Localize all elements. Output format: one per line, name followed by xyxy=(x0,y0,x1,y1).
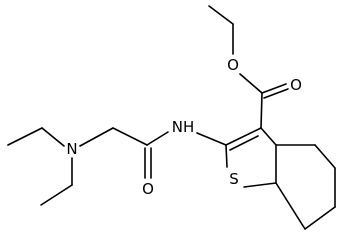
bond-c3-c2-outer xyxy=(225,127,262,146)
bond-carbonyl-double-1 xyxy=(261,83,287,94)
bond-c7-c7a xyxy=(275,182,306,230)
bond-nh-amide-c xyxy=(146,131,169,146)
atom-n-amine: N xyxy=(66,140,77,158)
bond-c3-c2-inner xyxy=(229,135,259,151)
bond-c2-nh xyxy=(196,132,227,146)
atom-o-amide: O xyxy=(142,180,154,198)
atom-o-ester: O xyxy=(227,56,239,74)
bond-carbonyl-c3 xyxy=(260,92,263,129)
bond-ethyl-terminal xyxy=(208,5,234,25)
bond-c6-c7 xyxy=(304,206,336,230)
bond-n-ethyl1 xyxy=(41,127,65,147)
bond-s-c7a xyxy=(243,182,277,188)
bond-c4-c5 xyxy=(314,144,336,169)
atom-nh: NH xyxy=(172,118,195,136)
bond-c3a-c3 xyxy=(260,127,277,146)
bond-ch2-n xyxy=(79,127,114,147)
bond-carbonyl-double-2 xyxy=(263,88,289,99)
atom-o-carbonyl: O xyxy=(290,76,302,94)
atom-s-ring: S xyxy=(229,170,239,188)
bond-c2-s xyxy=(225,144,228,168)
bond-ethyl2-ch3 xyxy=(40,184,73,206)
bond-o-carbonyl xyxy=(239,73,263,94)
bond-ethyl1-ch3 xyxy=(7,127,43,146)
bond-amide-ch2 xyxy=(112,127,148,146)
